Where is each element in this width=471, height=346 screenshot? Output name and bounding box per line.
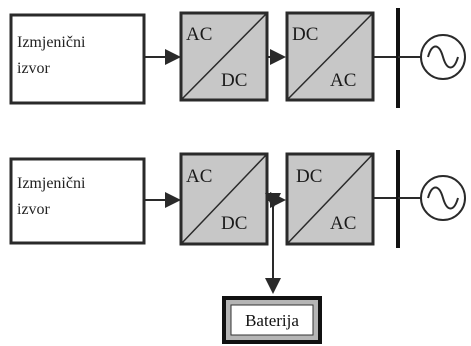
- bottom-rectifier-diagonal: [180, 153, 268, 245]
- battery-label: Baterija: [245, 311, 299, 330]
- bottom-ac-load-icon: [420, 175, 466, 221]
- bottom-rectifier-block: AC DC: [179, 152, 269, 246]
- top-inverter-block: DC AC: [285, 11, 375, 102]
- bottom-inverter-block: DC AC: [285, 152, 375, 246]
- top-rectifier-block: AC DC: [179, 11, 269, 102]
- bottom-source-label-line2: izvor: [17, 201, 51, 218]
- top-ac-load-icon: [420, 34, 466, 80]
- bottom-diagram: Izmjenični izvor AC DC DC AC: [9, 150, 466, 344]
- top-inverter-input-label: DC: [292, 24, 318, 45]
- bottom-source-box: Izmjenični izvor: [9, 157, 146, 245]
- bottom-inverter-diagonal: [286, 153, 374, 245]
- top-source-label-line2: izvor: [17, 60, 51, 77]
- top-diagram: Izmjenični izvor AC DC DC AC: [9, 8, 466, 108]
- top-inverter-diagonal: [286, 12, 374, 101]
- top-rectifier-input-label: AC: [186, 24, 212, 45]
- top-inverter-output-label: AC: [330, 70, 356, 91]
- top-rectifier-diagonal: [180, 12, 268, 101]
- bottom-rectifier-output-label: DC: [221, 213, 247, 234]
- bottom-rectifier-input-label: AC: [186, 166, 212, 187]
- bottom-source-label-line1: Izmjenični: [17, 175, 86, 192]
- top-source-box: Izmjenični izvor: [9, 13, 146, 105]
- top-source-label-line1: Izmjenični: [17, 34, 86, 51]
- bottom-inverter-input-label: DC: [296, 166, 322, 187]
- bottom-inverter-output-label: AC: [330, 213, 356, 234]
- top-rectifier-output-label: DC: [221, 70, 247, 91]
- battery-box: Baterija: [222, 296, 322, 344]
